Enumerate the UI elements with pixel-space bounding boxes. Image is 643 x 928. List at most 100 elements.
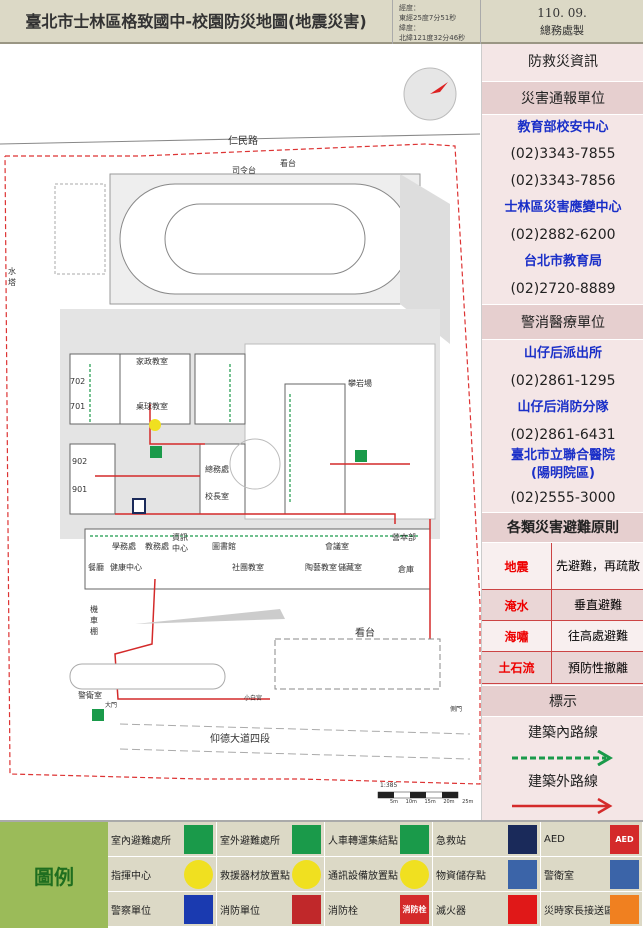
- medical-unit-sub: (陽明院區): [531, 466, 595, 481]
- legend-label: 急救站: [436, 835, 466, 847]
- legend-item: 急救站: [433, 822, 541, 857]
- scale-label: 1:385: [380, 782, 398, 789]
- legend-label: 消防栓: [328, 905, 358, 917]
- outdoor-route-label: 建築外路線: [528, 774, 598, 790]
- scale-bar: [377, 791, 459, 799]
- report-unit: 台北市教育局: [523, 254, 602, 269]
- legend-item: 人車轉運集結點: [325, 822, 433, 857]
- indoor-shelter-icon: [184, 825, 213, 854]
- legend-item: 指揮中心: [108, 857, 217, 892]
- panel-title: 防救災資訊: [528, 54, 598, 70]
- legend-item: 室外避難處所: [217, 822, 325, 857]
- tick: 20m: [443, 799, 455, 805]
- medical-unit: 山仔后派出所: [523, 346, 602, 361]
- info-center-label: 資訊中心: [172, 533, 188, 553]
- principal-label: 校長室: [205, 492, 229, 501]
- indoor-route-arrow-icon: [512, 750, 613, 766]
- phone: (02)3343-7855: [510, 146, 616, 162]
- principle-row: 土石流預防性撤離: [482, 652, 643, 684]
- stand-label-south: 看台: [355, 628, 375, 639]
- medical-unit: 臺北市立聯合醫院: [510, 448, 615, 463]
- general-affairs-label: 總務處: [205, 465, 229, 474]
- communication-icon: [400, 860, 429, 889]
- white-house-label: 小白宮: [244, 695, 263, 702]
- command-center-icon: [184, 860, 213, 889]
- map-drawing: [0, 67, 481, 799]
- legend-item: 物資儲存點: [433, 857, 541, 892]
- legend-item: 救援器材放置點: [217, 857, 325, 892]
- room-701: 701: [70, 402, 86, 411]
- report-unit: 士林區災害應變中心: [504, 200, 622, 215]
- tick: 15m: [424, 799, 436, 805]
- legend-item: 警察單位: [108, 892, 217, 927]
- legend-label: AED: [544, 833, 565, 845]
- legend-item: 通訊設備放置點: [325, 857, 433, 892]
- supply-storage-icon: [508, 860, 537, 889]
- home-ec-label: 家政教室: [136, 357, 168, 366]
- rescue-equipment-icon: [292, 860, 321, 889]
- made-by: 總務處製: [540, 24, 584, 37]
- scale-ticks: 5m 10m 15m 20m 25m: [390, 799, 473, 805]
- academic-label: 教務處: [145, 542, 169, 551]
- phone: (02)2861-1295: [510, 373, 616, 389]
- legend-item: 災時家長接送區: [541, 892, 643, 927]
- compass-icon: [403, 67, 457, 121]
- library-label: 圖書館: [212, 542, 236, 551]
- date: 110. 09.: [537, 6, 587, 20]
- room-902: 902: [72, 457, 88, 466]
- boundary-line: [4, 143, 481, 785]
- phone: (02)2861-6431: [510, 427, 616, 443]
- legend-label: 救援器材放置點: [220, 870, 290, 882]
- water-tower-label: 水塔: [8, 267, 16, 287]
- legend-label: 警衛室: [544, 870, 574, 882]
- assembly-point-icon: [92, 709, 104, 721]
- legend-label: 警察單位: [111, 905, 151, 917]
- phone: (02)2720-8889: [510, 281, 616, 297]
- health-label: 健康中心: [110, 563, 142, 572]
- first-aid-icon: [508, 825, 537, 854]
- info-panel: 防救災資訊 災害通報單位 教育部校安中心 (02)3343-7855 (02)3…: [481, 44, 643, 820]
- parent-pickup-icon: [610, 895, 639, 924]
- indoor-route-label: 建築內路線: [528, 725, 598, 741]
- fire-dept-icon: [292, 895, 321, 924]
- podium-label: 司令台: [232, 166, 256, 175]
- principle: 往高處避難: [567, 629, 628, 643]
- disaster-type: 淹水: [482, 590, 552, 620]
- storage-label: 儲藏室: [338, 563, 362, 572]
- club-label: 社團教室: [232, 563, 264, 572]
- guard-room-icon: [610, 860, 639, 889]
- student-affairs-label: 學務處: [112, 542, 136, 551]
- phone: (02)3343-7856: [510, 173, 616, 189]
- legend-label: 消防單位: [220, 905, 260, 917]
- medical-header: 警消醫療單位: [482, 304, 643, 340]
- hydrant-icon: 消防栓: [400, 895, 429, 924]
- police-icon: [184, 895, 213, 924]
- first-aid-icon: [132, 498, 146, 514]
- lat-value: 北緯121度32分46秒: [399, 34, 466, 42]
- legend-item: AED AED: [541, 822, 643, 857]
- report-unit: 教育部校安中心: [517, 120, 609, 135]
- outdoor-shelter-icon: [150, 446, 162, 458]
- legend-label: 指揮中心: [111, 870, 151, 882]
- lon-value: 東經25度7分51秒: [399, 14, 457, 22]
- aed-icon: AED: [610, 825, 639, 854]
- outdoor-route-arrow-icon: [512, 798, 613, 814]
- room-901: 901: [72, 485, 88, 494]
- extinguisher-icon: [508, 895, 537, 924]
- hq-label: 營本部: [392, 533, 416, 542]
- outdoor-shelter-icon: [292, 825, 321, 854]
- principle: 先避難，再疏散: [555, 559, 640, 573]
- legend-label: 滅火器: [436, 905, 466, 917]
- moto-shed-label: 機車棚: [90, 605, 98, 636]
- legend-label: 人車轉運集結點: [328, 835, 398, 847]
- disaster-type: 海嘯: [482, 621, 552, 651]
- principle-row: 地震先避難，再疏散: [482, 543, 643, 590]
- command-center-icon: [149, 419, 161, 431]
- legend-item: 室內避難處所: [108, 822, 217, 857]
- legend-item: 消防單位: [217, 892, 325, 927]
- report-header: 災害通報單位: [482, 81, 643, 115]
- legend-label: 通訊設備放置點: [328, 870, 398, 882]
- campus-map: 仁民路 司令台 看台 水塔 家政教室 桌球教室 攀岩場 902 901 702 …: [0, 44, 481, 820]
- disaster-type: 土石流: [482, 652, 552, 683]
